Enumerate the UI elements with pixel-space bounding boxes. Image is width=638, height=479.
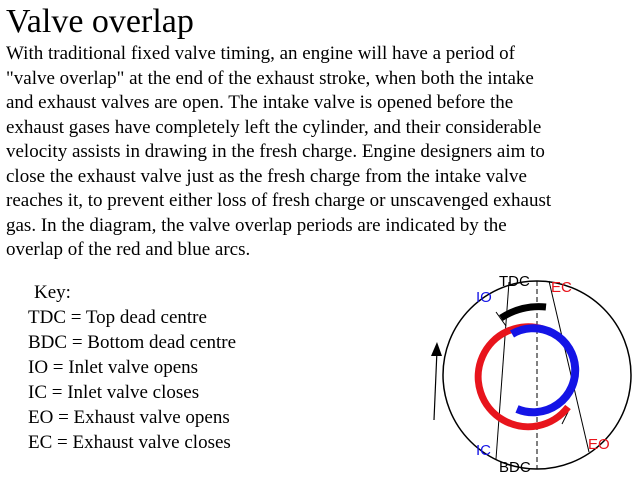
- key-item-eo: EO = Exhaust valve opens: [28, 407, 230, 428]
- io-ic-line: [495, 281, 510, 460]
- key-legend: Key: TDC = Top dead centre BDC = Bottom …: [28, 280, 236, 455]
- paragraph-line: velocity assists in drawing in the fresh…: [6, 141, 545, 162]
- io-overlap-tick: [495, 311, 507, 327]
- eo-label: EO: [588, 436, 610, 453]
- paragraph-line: "valve overlap" at the end of the exhaus…: [6, 67, 534, 89]
- key-item-bdc: BDC = Bottom dead centre: [28, 332, 237, 353]
- key-item-ec: EC = Exhaust valve closes: [28, 432, 231, 453]
- paragraph-line: gas. In the diagram, the valve overlap p…: [6, 214, 507, 236]
- valve-timing-diagram: TDC IO EC IC EO BDC: [431, 273, 632, 476]
- io-label: IO: [476, 289, 492, 306]
- eo-overlap-tick: [561, 411, 569, 425]
- paragraph-line: overlap of the red and blue arcs.: [6, 239, 251, 260]
- ec-label: EC: [551, 279, 572, 296]
- paragraph-line: reaches it, to prevent either loss of fr…: [6, 190, 552, 211]
- key-item-ic: IC = Inlet valve closes: [28, 382, 200, 403]
- tdc-label: TDC: [499, 273, 530, 290]
- paragraph-line: With traditional fixed valve timing, an …: [6, 43, 515, 64]
- key-item-tdc: TDC = Top dead centre: [28, 307, 207, 328]
- rotation-arrow-shaft: [433, 349, 438, 421]
- paragraph-line: exhaust gases have completely left the c…: [6, 116, 542, 138]
- key-item-io: IO = Inlet valve opens: [28, 357, 199, 378]
- ec-eo-line: [548, 280, 590, 453]
- description-paragraph: With traditional fixed valve timing, an …: [6, 42, 632, 263]
- key-heading: Key:: [34, 282, 71, 303]
- rotation-arrow-icon: [431, 342, 442, 356]
- paragraph-line: and exhaust valves are open. The intake …: [6, 92, 514, 113]
- bdc-label: BDC: [499, 459, 531, 476]
- overlap-marker-arc: [499, 303, 547, 321]
- inlet-valve-arc: [474, 323, 571, 431]
- ic-label: IC: [476, 442, 491, 459]
- paragraph-line: close the exhaust valve just as the fres…: [6, 165, 527, 187]
- slide-title: Valve overlap: [6, 3, 194, 40]
- exhaust-valve-arc: [509, 324, 580, 417]
